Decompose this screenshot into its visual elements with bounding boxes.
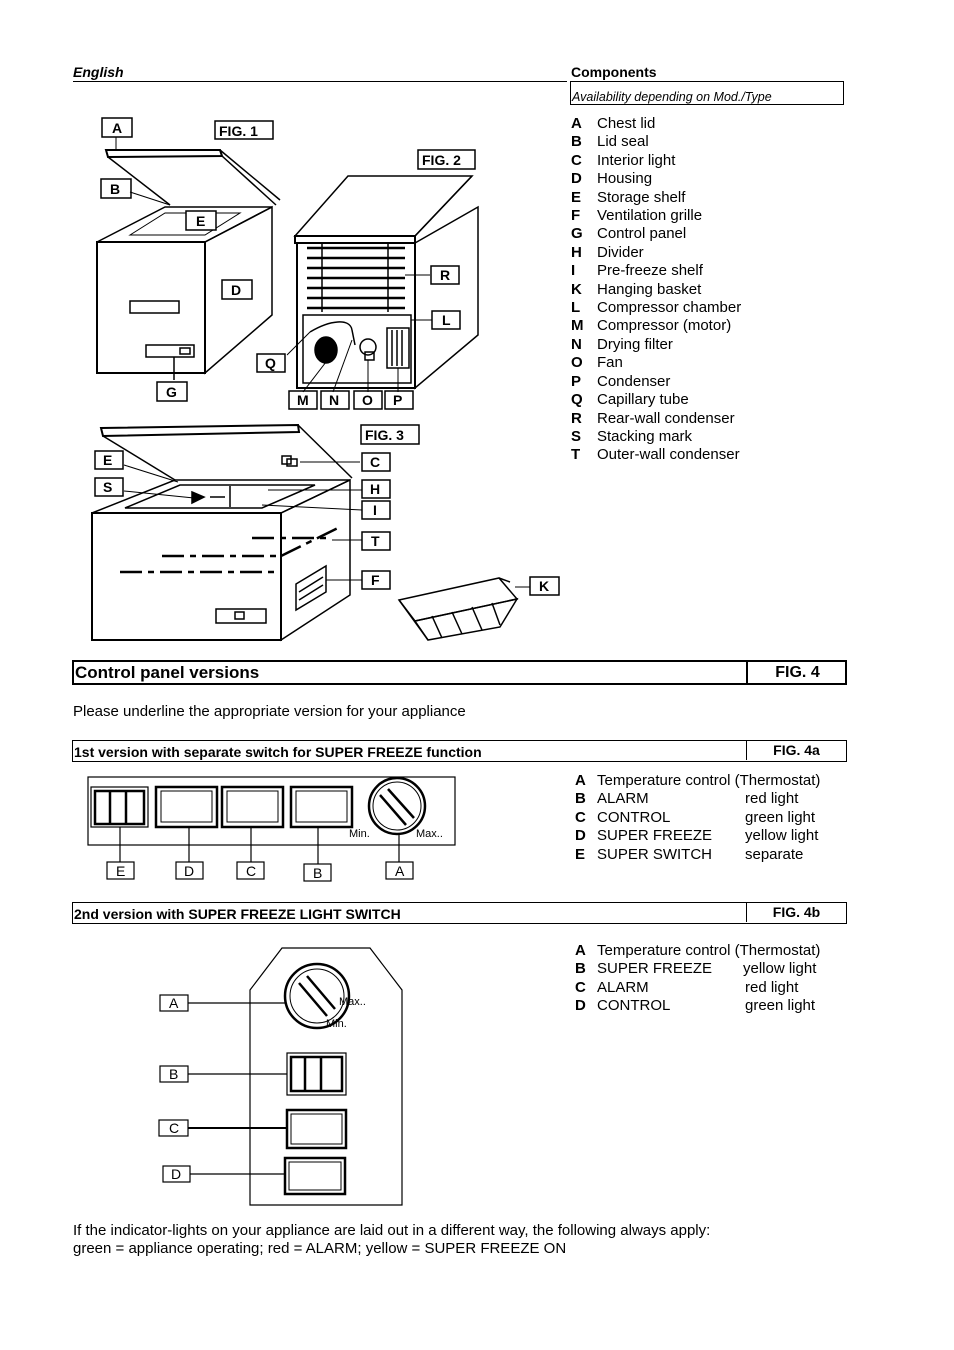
fig3-label-f: F (371, 572, 380, 588)
version2-title: 2nd version with SUPER FREEZE LIGHT SWIT… (74, 906, 401, 922)
v1-dial-max: Max.. (416, 828, 443, 840)
footer-line-2: green = appliance operating; red = ALARM… (73, 1240, 567, 1257)
fig1-label-e: E (196, 213, 205, 229)
underline-note: Please underline the appropriate version… (73, 703, 466, 720)
components-title: Components (571, 64, 657, 80)
fig2-label-r: R (440, 267, 450, 283)
v1-label-d: D (184, 863, 194, 879)
v2-label-d: D (171, 1166, 181, 1182)
fig2-label-q: Q (265, 355, 276, 371)
header-rule (73, 81, 567, 82)
v1-label-c: C (246, 863, 256, 879)
footer-line-1: If the indicator-lights on your applianc… (73, 1222, 711, 1239)
v2-label-c: C (169, 1120, 179, 1136)
fig2-label-n: N (329, 392, 339, 408)
fig1-label-g: G (166, 384, 177, 400)
fig3-label-i: I (373, 502, 377, 518)
control-panel-bar: Control panel versions FIG. 4 (72, 660, 847, 685)
fig3-label-s: S (103, 479, 112, 495)
fig3-label-h: H (370, 481, 380, 497)
fig1-label-a: A (112, 120, 122, 136)
version2-bar: 2nd version with SUPER FREEZE LIGHT SWIT… (72, 902, 847, 924)
fig2-label-o: O (362, 392, 373, 408)
fig2-label-p: P (393, 392, 402, 408)
availability-note: Availability depending on Mod./Type (570, 81, 844, 105)
fig3-label-e: E (103, 452, 112, 468)
fig3-drawing (91, 423, 519, 642)
v1-label-b: B (313, 865, 322, 881)
fig1-label-d: D (231, 282, 241, 298)
language-label: English (73, 64, 124, 80)
fig2-label-l: L (442, 312, 451, 328)
v2-dial-min: Min. (326, 1018, 347, 1030)
fig3-label-c: C (370, 454, 380, 470)
fig3-title: FIG. 3 (365, 427, 404, 443)
appliance-figures: FIG. 1 A B E D G (91, 117, 560, 642)
fig3-label-k: K (539, 578, 549, 594)
fig1-title: FIG. 1 (219, 123, 258, 139)
fig2-label-m: M (297, 392, 309, 408)
fig2-drawing (293, 175, 479, 390)
v2-label-b: B (169, 1066, 178, 1082)
version2-panel-diagram: Max.. Min. A B C D (158, 947, 403, 1206)
fig4a-label: FIG. 4a (746, 741, 846, 760)
v1-dial-min: Min. (349, 828, 370, 840)
fig4-label: FIG. 4 (746, 662, 847, 683)
fig3-label-t: T (371, 533, 380, 549)
fig4b-label: FIG. 4b (746, 903, 846, 922)
fig1-labels: FIG. 1 A B E D G (100, 117, 274, 402)
v1-label-a: A (395, 863, 405, 879)
v2-label-a: A (169, 995, 179, 1011)
version1-bar: 1st version with separate switch for SUP… (72, 740, 847, 762)
control-panel-title: Control panel versions (75, 663, 260, 682)
fig1-label-b: B (110, 181, 120, 197)
version1-title: 1st version with separate switch for SUP… (74, 744, 482, 760)
v2-dial-max: Max.. (339, 996, 366, 1008)
footer-note: If the indicator-lights on your applianc… (73, 1222, 710, 1258)
fig1-drawing (96, 149, 281, 380)
version1-panel-diagram: Min. Max.. E D C B A (87, 776, 456, 882)
v1-label-e: E (116, 863, 125, 879)
fig2-title: FIG. 2 (422, 152, 461, 168)
